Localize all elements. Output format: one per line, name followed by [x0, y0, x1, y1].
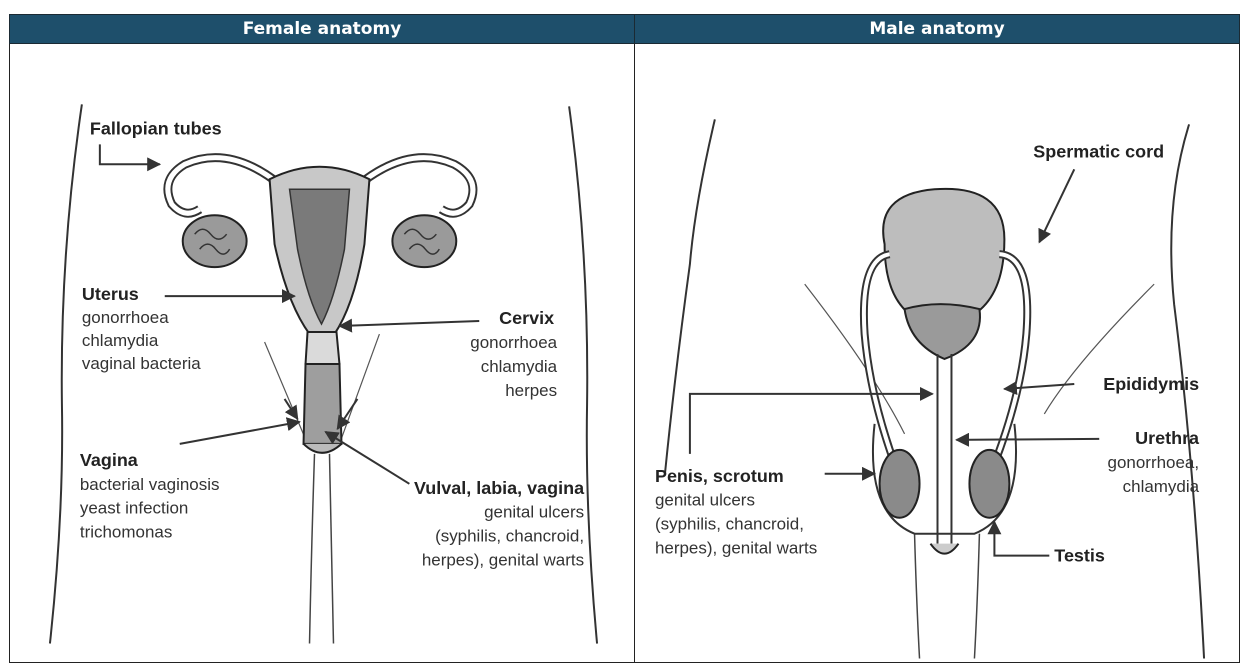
leg-left — [915, 534, 920, 659]
urethra-line-1: gonorrhoea, — [1108, 453, 1200, 472]
testis-arrow — [994, 522, 1049, 556]
fallopian-tube-right-inner — [359, 158, 473, 214]
male-anatomy-header: Male anatomy — [635, 15, 1240, 44]
vagina-title: Vagina — [80, 450, 139, 470]
uterus-title: Uterus — [82, 284, 139, 304]
vagina-line-3: trichomonas — [80, 523, 172, 542]
anatomy-table: Female anatomy Male anatomy — [9, 14, 1240, 663]
female-anatomy-diagram: Fallopian tubes Uterus gonorrhoea chlamy… — [10, 44, 634, 662]
prostate — [905, 304, 980, 359]
cervix-line-2: chlamydia — [481, 357, 558, 376]
vulval-line-2: (syphilis, chancroid, — [435, 527, 584, 546]
vulval-line-1: genital ulcers — [484, 503, 584, 522]
male-anatomy-diagram: Spermatic cord Epididymis Urethra gonorr… — [635, 44, 1239, 662]
cervix-shape — [306, 332, 340, 364]
groin-line-right — [1044, 284, 1154, 414]
cervix-line-3: herpes — [505, 381, 557, 400]
penis-line-1: genital ulcers — [655, 491, 755, 510]
fallopian-tubes-label: Fallopian tubes — [90, 118, 222, 138]
vagina-shape — [304, 364, 342, 444]
cervix-line-1: gonorrhoea — [470, 333, 557, 352]
vulval-line-3: herpes), genital warts — [422, 551, 584, 570]
penis-line-2: (syphilis, chancroid, — [655, 515, 804, 534]
testis-right — [969, 450, 1009, 518]
testis-label: Testis — [1054, 546, 1105, 566]
vagina-arrow — [180, 422, 300, 444]
thigh-inner-right — [329, 454, 333, 644]
uterus-line-3: vaginal bacteria — [82, 354, 201, 373]
penis-arrow — [690, 394, 933, 454]
fallopian-tubes-arrow — [100, 144, 160, 164]
testis-left — [880, 450, 920, 518]
cervix-arrow — [339, 321, 479, 326]
epididymis-label: Epididymis — [1103, 374, 1199, 394]
vulval-title: Vulval, labia, vagina — [414, 478, 585, 498]
female-anatomy-header: Female anatomy — [10, 15, 635, 44]
urethra-line-2: chlamydia — [1123, 477, 1200, 496]
vulva-shape — [304, 444, 342, 453]
vagina-arrow-2 — [285, 399, 298, 419]
header-row: Female anatomy Male anatomy — [10, 15, 1240, 44]
groin-line-left — [805, 284, 905, 434]
vulval-arrow — [325, 432, 409, 484]
ovary-left — [183, 215, 247, 267]
bladder — [883, 189, 1004, 314]
urethra-arrow — [956, 439, 1099, 440]
male-anatomy-cell: Spermatic cord Epididymis Urethra gonorr… — [635, 44, 1240, 663]
leg-right — [974, 534, 979, 659]
penis-title: Penis, scrotum — [655, 466, 784, 486]
female-anatomy-cell: Fallopian tubes Uterus gonorrhoea chlamy… — [10, 44, 635, 663]
thigh-inner-left — [310, 454, 315, 644]
fallopian-tube-left-inner — [168, 158, 280, 214]
cervix-title: Cervix — [499, 308, 554, 328]
pelvic-line-right — [339, 334, 379, 444]
spermatic-cord-label: Spermatic cord — [1033, 141, 1164, 161]
body-outline-left — [50, 104, 82, 643]
vagina-line-2: yeast infection — [80, 499, 188, 518]
ovary-right — [392, 215, 456, 267]
urethra-shape — [937, 354, 951, 544]
pelvic-line-left — [265, 342, 308, 444]
vagina-line-1: bacterial vaginosis — [80, 475, 220, 494]
glans — [931, 544, 959, 554]
spermatic-cord-arrow — [1039, 169, 1074, 242]
uterus-line-2: chlamydia — [82, 331, 159, 350]
penis-line-3: herpes), genital warts — [655, 539, 817, 558]
uterus-line-1: gonorrhoea — [82, 308, 169, 327]
diagram-row: Fallopian tubes Uterus gonorrhoea chlamy… — [10, 44, 1240, 663]
urethra-title: Urethra — [1135, 428, 1200, 448]
